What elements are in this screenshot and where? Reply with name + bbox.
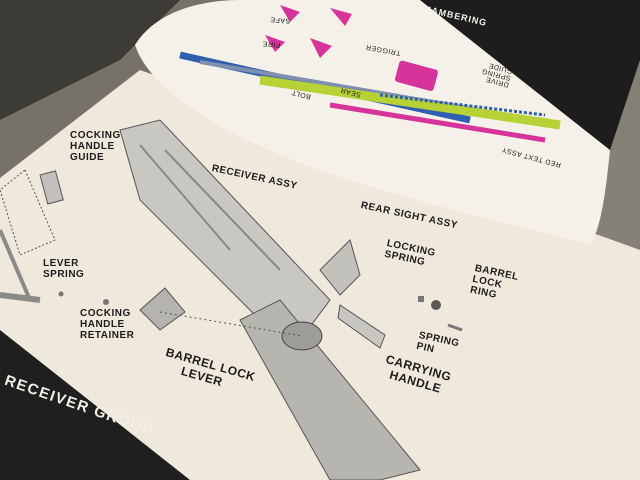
magenta-part (329, 102, 546, 143)
safe-part (280, 5, 300, 22)
green-part (259, 75, 561, 130)
cocking-handle-retainer-part (103, 299, 109, 305)
label-line: HANDLE (80, 319, 125, 330)
label-fire: FIRE (262, 39, 281, 48)
label-line: HANDLE (70, 141, 115, 152)
receiver-slot-2 (164, 149, 281, 271)
dark-corner (0, 0, 180, 120)
back-page (135, 0, 610, 245)
receiver-slot (139, 144, 231, 251)
lever-spring-part (58, 291, 64, 297)
leader-line (159, 311, 303, 337)
front-page-band (0, 330, 190, 480)
label-cocking-handle-retainer: COCKING HANDLE RETAINER (80, 308, 134, 341)
label-cocking-handle-guide: COCKING HANDLE GUIDE (70, 130, 121, 163)
label-line: LEVER (43, 258, 79, 269)
stock-rod (0, 292, 41, 303)
drive-spring-shape (379, 93, 546, 117)
barrel (239, 299, 421, 480)
rear-sight (319, 239, 361, 296)
barrel-lock-lever (139, 287, 186, 331)
barrel-lock-ring-part (431, 300, 441, 310)
label-line: COCKING (80, 308, 131, 319)
carrying-handle (337, 304, 386, 349)
label-line: GUIDE (70, 152, 105, 163)
fire-part (265, 35, 285, 52)
locking-spring-part (418, 296, 424, 302)
dotted-outline (0, 169, 56, 256)
stock-bar (0, 229, 32, 301)
back-page-band (420, 0, 640, 150)
label-line: COCKING (70, 130, 121, 141)
cocking-handle-guide-part (39, 170, 64, 205)
label-line: RETAINER (80, 330, 135, 341)
safe-part-2 (330, 8, 352, 26)
trigger-part (394, 60, 438, 91)
label-lever-spring: LEVER SPRING (43, 258, 84, 280)
fire-part-2 (310, 38, 332, 58)
spring-pin-part (447, 323, 463, 332)
label-line: SPRING (43, 269, 85, 280)
